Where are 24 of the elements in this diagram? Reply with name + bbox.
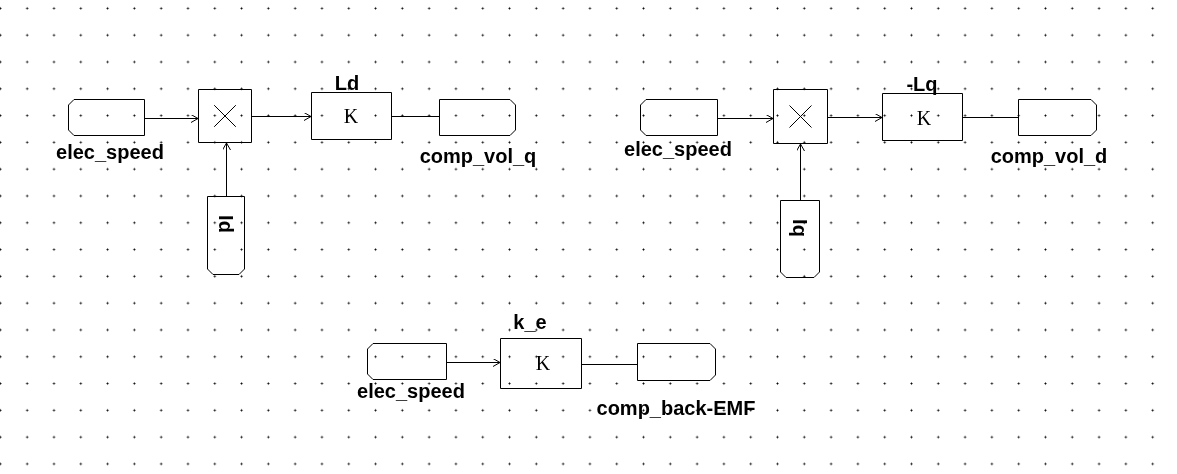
signal-label: comp_vol_q: [419, 146, 537, 166]
arrow: [144, 114, 199, 123]
gain-label: -Lq: [906, 74, 938, 94]
connector-line: [391, 116, 440, 117]
arrow: [222, 142, 231, 197]
signal-label: comp_vol_d: [990, 146, 1108, 166]
gain-symbol: K: [535, 353, 551, 373]
arrow: [796, 143, 805, 201]
gain-label: k_e: [513, 312, 547, 332]
signal-label: Id: [216, 215, 236, 233]
connector-line: [962, 117, 1019, 118]
signal-label: elec_speed: [56, 142, 164, 162]
connector-line: [581, 364, 638, 365]
signal-label: elec_speed: [624, 139, 732, 159]
gain-label: Ld: [334, 73, 360, 93]
gain-symbol: K: [343, 106, 359, 126]
arrow: [251, 112, 312, 121]
arrow: [446, 358, 501, 367]
signal-label: comp_back-EMF: [596, 398, 756, 418]
arrow: [827, 113, 883, 122]
signal-label: elec_speed: [357, 381, 465, 401]
gain-symbol: K: [916, 108, 932, 128]
arrow: [717, 114, 774, 123]
signal-label: Iq: [790, 219, 810, 237]
